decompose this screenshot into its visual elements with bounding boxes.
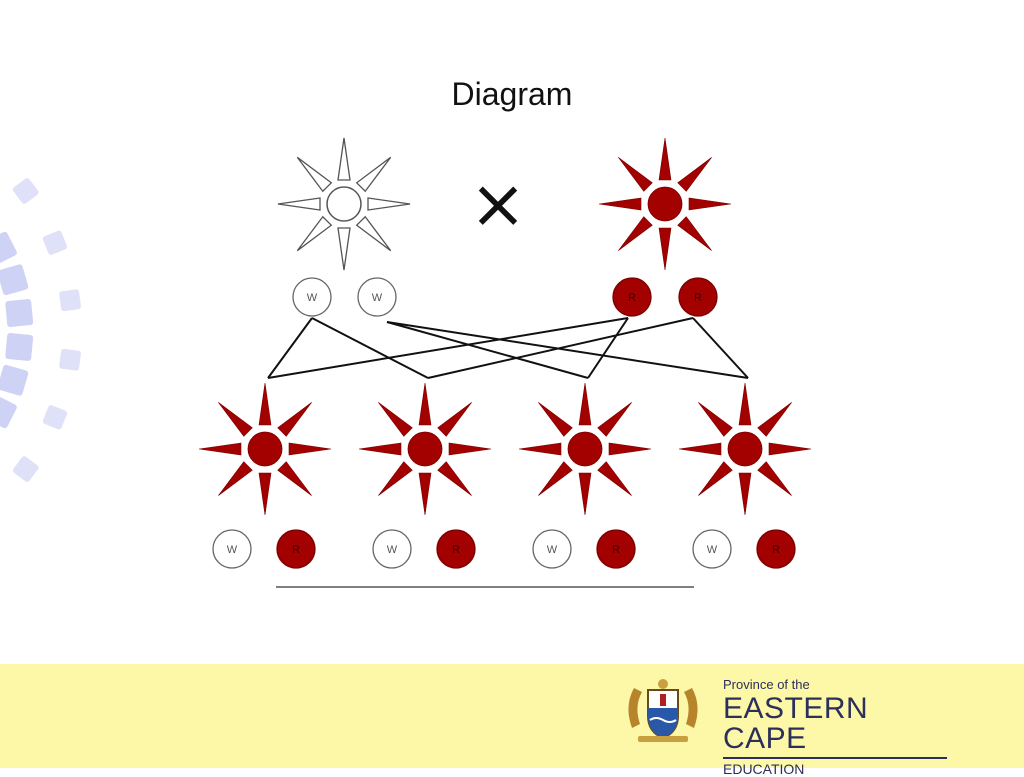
- allele-label: W: [227, 544, 238, 556]
- allele-r-circle: R: [757, 530, 795, 568]
- allele-w-circle: W: [693, 530, 731, 568]
- allele-w-circle: W: [373, 530, 411, 568]
- cross-diagram: × W W R R W R W R W R W R: [0, 0, 1024, 664]
- offspring-flower-4: [679, 383, 811, 515]
- allele-w-circle: W: [358, 278, 396, 316]
- allele-w-circle: W: [293, 278, 331, 316]
- allele-r-circle: R: [437, 530, 475, 568]
- cross-symbol: ×: [470, 165, 527, 244]
- logo-line-province: Province of the: [723, 678, 953, 692]
- allele-label: W: [372, 292, 383, 304]
- allele-w-circle: W: [213, 530, 251, 568]
- allele-label: W: [707, 544, 718, 556]
- offspring-flower-1: [199, 383, 331, 515]
- logo-line-education: EDUCATION: [723, 761, 953, 777]
- allele-label: R: [772, 544, 780, 556]
- allele-label: W: [387, 544, 398, 556]
- coat-of-arms-icon: [620, 676, 706, 746]
- allele-label: R: [612, 544, 620, 556]
- allele-label: R: [452, 544, 460, 556]
- department-logo-text: Province of the EASTERN CAPE EDUCATION: [723, 678, 953, 777]
- allele-label: R: [628, 292, 636, 304]
- gamete-connection-lines: [268, 318, 748, 378]
- red-parent-flower: [599, 138, 731, 270]
- allele-w-circle: W: [533, 530, 571, 568]
- allele-label: W: [307, 292, 318, 304]
- allele-label: R: [694, 292, 702, 304]
- allele-r-circle: R: [597, 530, 635, 568]
- allele-r-circle: R: [277, 530, 315, 568]
- allele-r-circle: R: [613, 278, 651, 316]
- offspring-flower-3: [519, 383, 651, 515]
- allele-label: W: [547, 544, 558, 556]
- allele-r-circle: R: [679, 278, 717, 316]
- offspring-flower-2: [359, 383, 491, 515]
- white-parent-flower: [278, 138, 410, 270]
- allele-label: R: [292, 544, 300, 556]
- logo-line-eastern-cape: EASTERN CAPE: [723, 694, 953, 754]
- logo-rule: [723, 757, 947, 759]
